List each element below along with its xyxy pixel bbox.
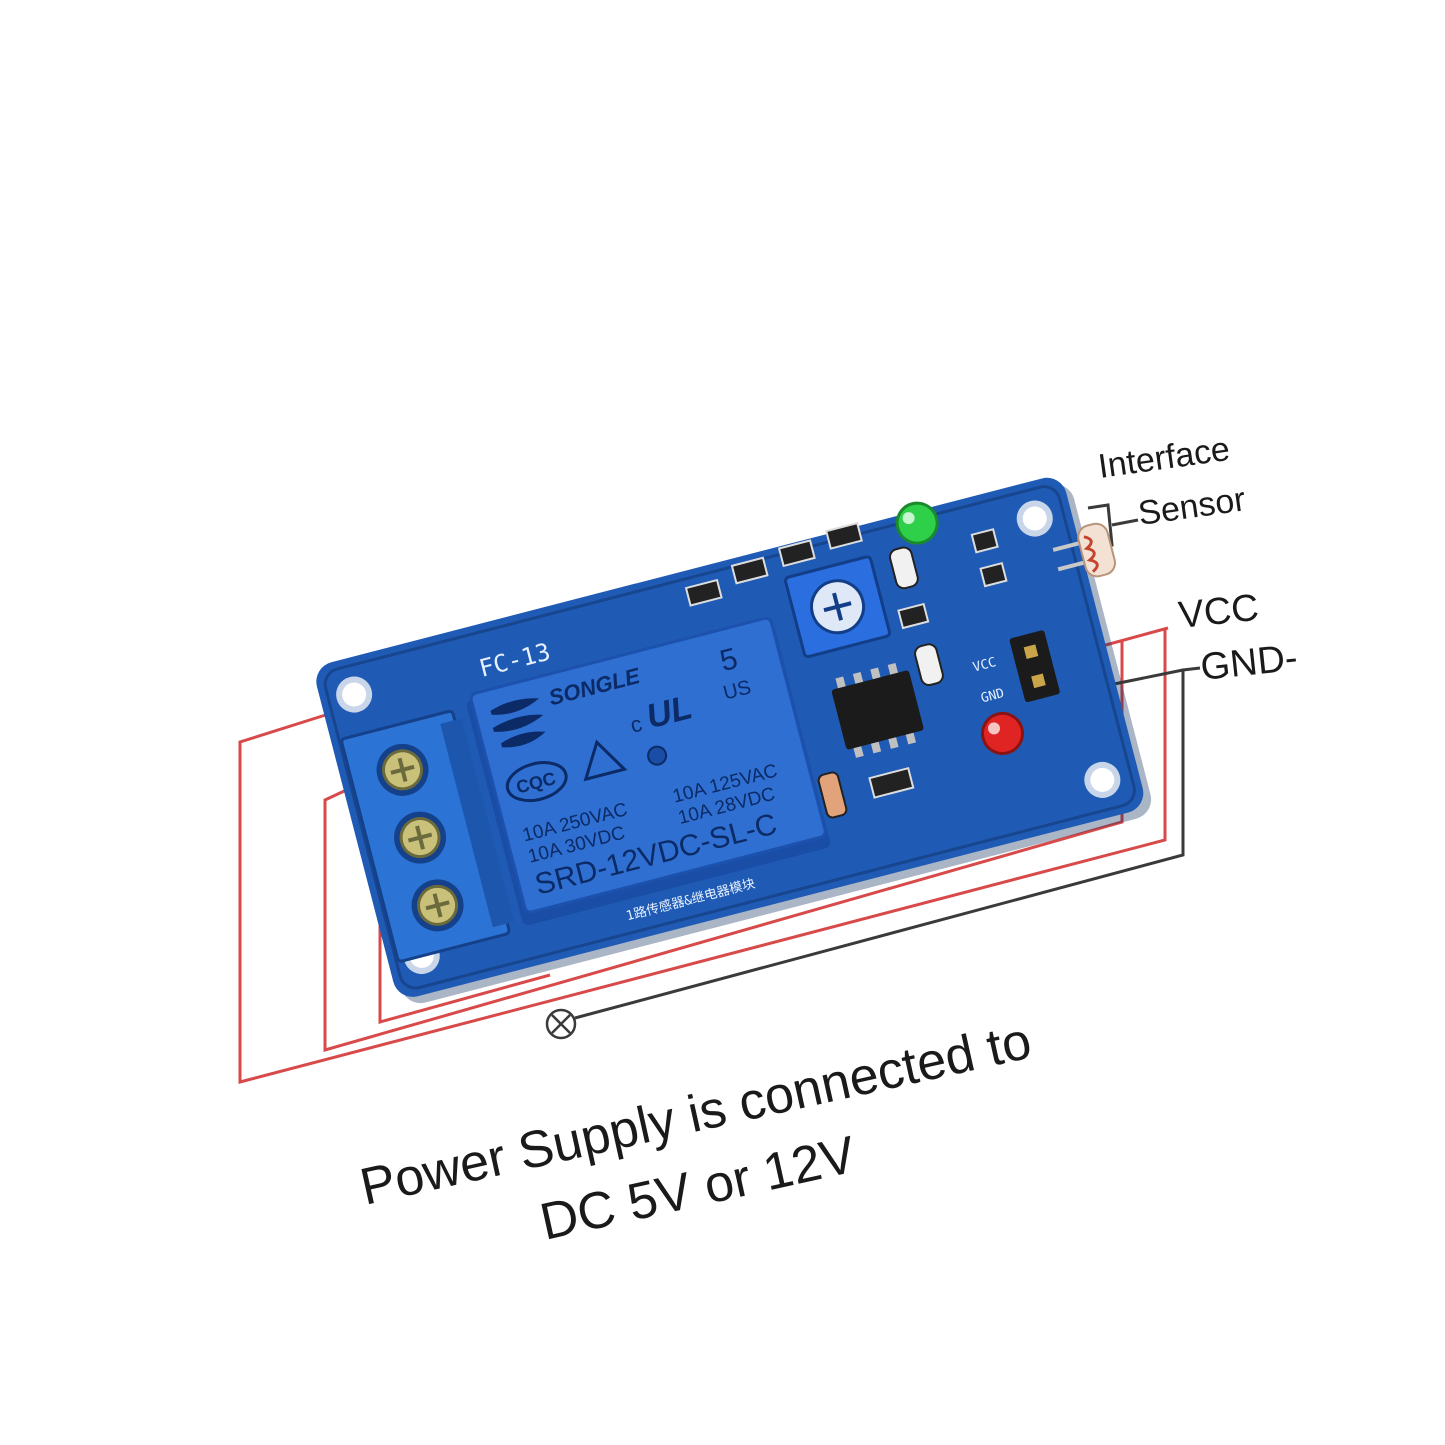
relay-center-dot [647, 745, 668, 766]
red-wire-outer [238, 628, 1167, 1084]
sensor-label: Sensor [1136, 480, 1248, 533]
interface-label: Interface [1096, 430, 1232, 486]
songle-logo [490, 698, 546, 748]
sensor-lead [1111, 518, 1139, 527]
photoresistor [1052, 522, 1117, 578]
red-led [981, 711, 1025, 755]
black-wire [574, 666, 1201, 1020]
vcc-label: VCC [1177, 587, 1261, 637]
pin-gnd-label: GND [979, 686, 1006, 706]
smd-components [684, 521, 1008, 819]
header-pins [1009, 630, 1060, 703]
triangle-mark [583, 739, 628, 782]
gnd-label: GND- [1199, 637, 1300, 689]
cqc-badge [505, 761, 568, 803]
pin-vcc-label: VCC [971, 655, 997, 675]
relay-board: FC-13 [316, 477, 1152, 1004]
ic-chip [831, 662, 924, 758]
screw-terminal-block [340, 709, 515, 963]
green-led [895, 501, 939, 545]
potentiometer [784, 555, 892, 659]
power-supply-symbol [545, 1008, 577, 1040]
relay: SONGLE 5 US c UL CQC 10A 250VAC 10A 125V… [466, 616, 831, 926]
screw-terminals [376, 743, 464, 932]
